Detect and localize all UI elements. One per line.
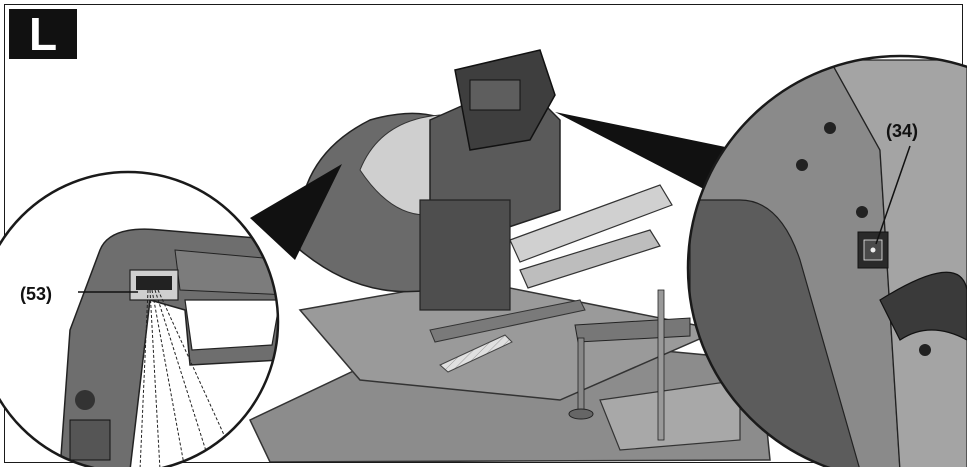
left-callout-pointer [250,164,342,260]
left-magnifier-border [0,170,280,467]
workpiece-clamp [577,337,585,411]
handle-grip [879,271,967,342]
slide-rail-upper [509,184,673,263]
right-magnifier-border [686,54,967,467]
callout-label-34: (34) [886,121,919,141]
laser-line-marker [439,334,513,373]
saw-support-column [419,199,511,311]
saw-table-extension [599,379,741,451]
leader-line-34 [875,145,911,245]
slide-rail-lower [519,229,661,289]
right-callout-pointer [555,112,740,200]
panel-letter-badge: L [9,9,77,59]
laser-beam-lines [139,289,241,467]
callout-label-53: (53) [20,284,53,304]
magnifier-laser-detail [0,170,280,467]
